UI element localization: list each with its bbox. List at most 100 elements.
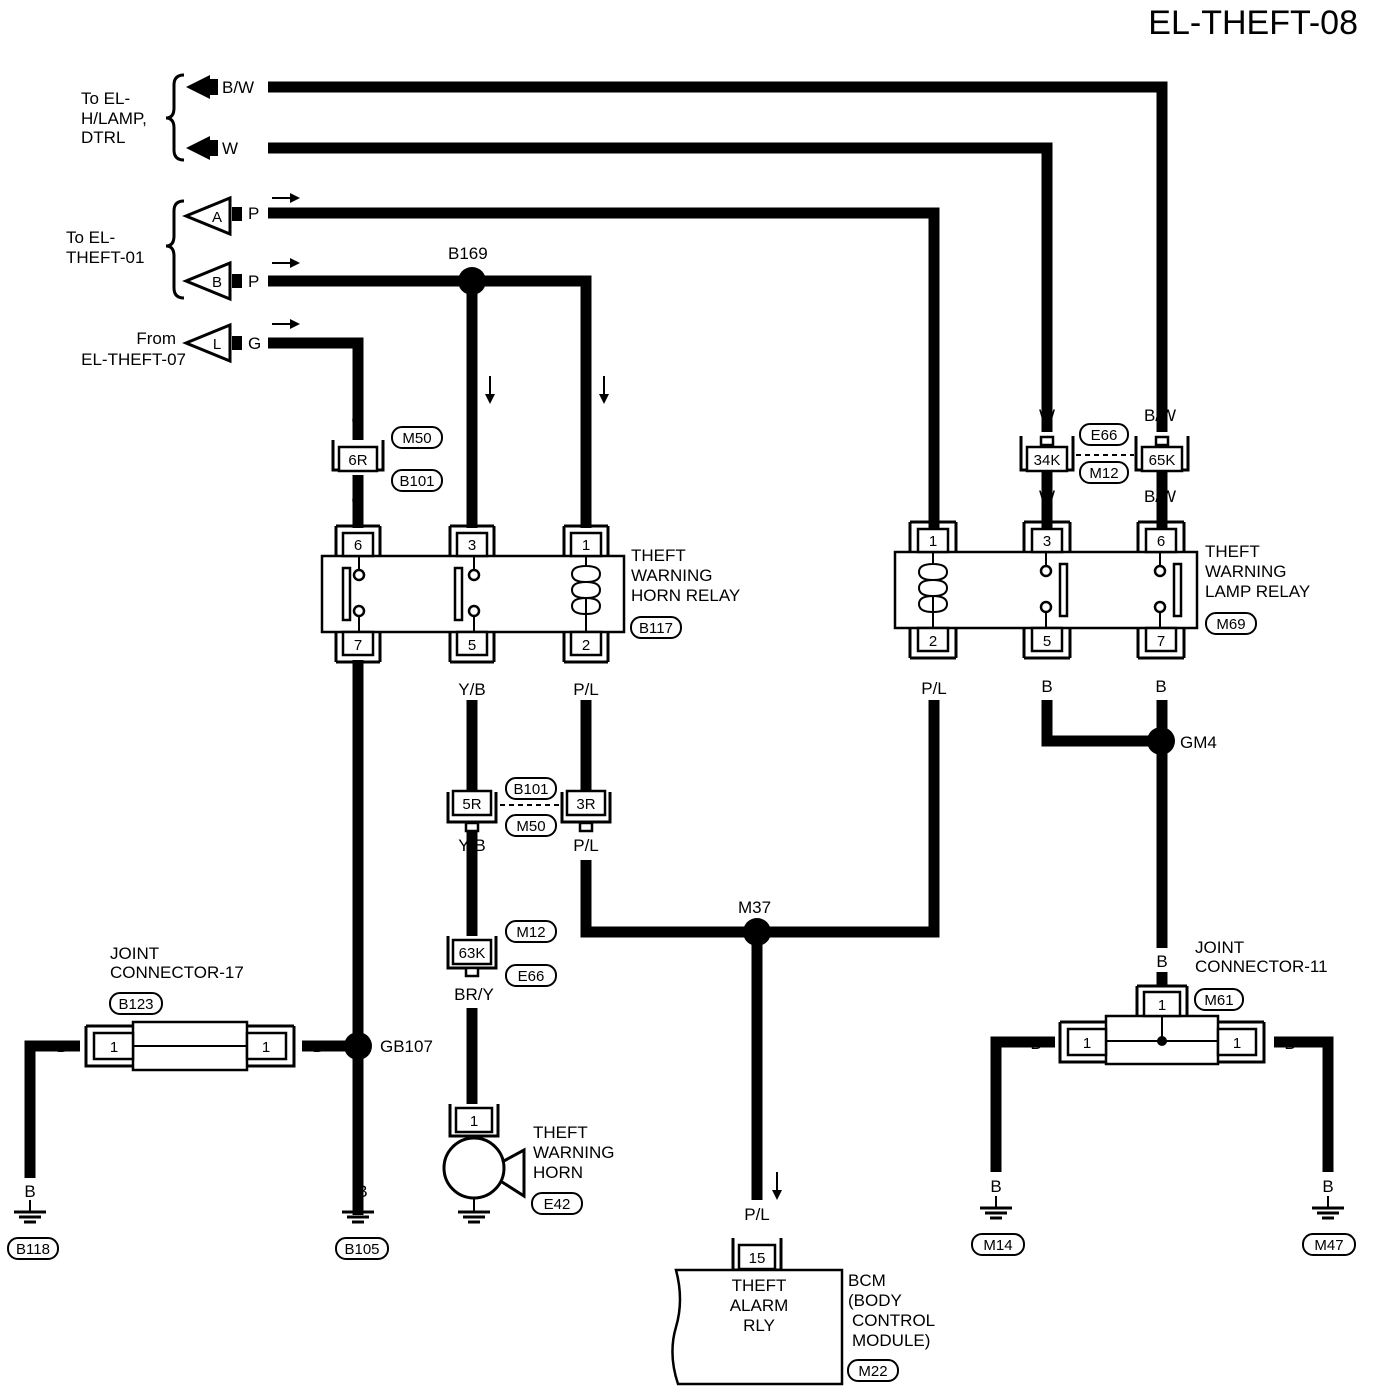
jc11-pin-right: 1 xyxy=(1233,1035,1241,1052)
wire-label-g-l: G xyxy=(248,334,261,353)
brace-hlamp xyxy=(165,73,185,162)
connector-3r-label: 3R xyxy=(576,796,595,813)
bcm-label-1: BCM xyxy=(848,1271,886,1290)
horn-relay-pin-2: 2 xyxy=(582,637,590,654)
horn-relay-pin-6: 6 xyxy=(354,537,362,554)
wire-label-bw-top: B/W xyxy=(222,78,254,97)
pill-e66-lower: E66 xyxy=(518,968,545,985)
horn-relay-label-2: WARNING xyxy=(631,566,713,585)
bcm-inner-label-1: THEFT xyxy=(732,1276,787,1295)
lamp-relay-pin-3: 3 xyxy=(1043,533,1051,550)
wire-label-b-m14: B xyxy=(990,1177,1001,1196)
wire-b-jc11-right xyxy=(1274,1036,1334,1172)
bcm-inner-label-3: RLY xyxy=(743,1316,775,1335)
label-b169: B169 xyxy=(448,244,488,263)
pill-b105: B105 xyxy=(344,1241,379,1258)
arrow-w-icon xyxy=(186,136,210,160)
horn-label-3: HORN xyxy=(533,1163,583,1182)
ref-hlamp-line2: H/LAMP, xyxy=(81,109,147,128)
left-references xyxy=(165,73,300,364)
wire-label-b-jc17-right: B xyxy=(312,1037,323,1056)
lamp-relay-label-2: WARNING xyxy=(1205,562,1287,581)
wire-label-g-lower: G xyxy=(351,491,364,510)
pill-b118: B118 xyxy=(16,1241,50,1258)
bcm-inner-label-2: ALARM xyxy=(730,1296,789,1315)
wires xyxy=(24,81,1334,1215)
wire-label-w-upper-right: W xyxy=(1039,406,1055,425)
connector-6r xyxy=(331,440,385,473)
ref-hlamp-line3: DTRL xyxy=(81,128,125,147)
pill-m12-upper: M12 xyxy=(1089,465,1118,482)
ref-theft01-line1: To EL- xyxy=(66,228,115,247)
jc17-pin-left: 1 xyxy=(110,1039,118,1056)
lamp-relay-pin-5: 5 xyxy=(1043,633,1051,650)
horn-relay-label-3: HORN RELAY xyxy=(631,586,740,605)
jc17-label-1: JOINT xyxy=(110,944,159,963)
wire-label-p-b: P xyxy=(248,272,259,291)
bcm-pin-15: 15 xyxy=(749,1250,766,1267)
horn-relay xyxy=(320,524,626,664)
junction-gb107 xyxy=(344,1032,372,1060)
jc17-pin-right: 1 xyxy=(262,1039,270,1056)
lamp-relay-label-1: THEFT xyxy=(1205,542,1260,561)
pill-b117: B117 xyxy=(639,620,673,637)
lamp-relay-pin-1: 1 xyxy=(929,533,937,550)
wire-label-g-upper: G xyxy=(351,411,364,430)
lamp-relay-pin-6: 6 xyxy=(1157,533,1165,550)
ref-theft07-line2: EL-THEFT-07 xyxy=(81,350,186,369)
wire-g xyxy=(268,337,364,440)
bcm-label-2: (BODY xyxy=(848,1291,902,1310)
wire-label-pl-bcm: P/L xyxy=(744,1205,770,1224)
wire-label-b-b118: B xyxy=(24,1182,35,1201)
junctions xyxy=(344,267,1175,1060)
label-gm4: GM4 xyxy=(1180,733,1217,752)
junction-b169 xyxy=(458,267,486,295)
down-arrow-icon xyxy=(485,376,782,1200)
ref-tag-a: A xyxy=(212,209,222,226)
wire-label-yb-lower: Y/B xyxy=(458,836,485,855)
pill-m47: M47 xyxy=(1314,1237,1343,1254)
bcm-label-3: CONTROL xyxy=(852,1311,935,1330)
lamp-relay-pin-2: 2 xyxy=(929,633,937,650)
horn-relay-label-1: THEFT xyxy=(631,546,686,565)
connector-65k-label: 65K xyxy=(1149,452,1176,469)
ref-tag-b: B xyxy=(212,274,222,291)
junction-gm4 xyxy=(1147,727,1175,755)
connector-34k-label: 34K xyxy=(1034,452,1061,469)
pill-m22: M22 xyxy=(858,1363,887,1380)
wire-label-pl-lower: P/L xyxy=(573,836,599,855)
wire-label-pl-upper: P/L xyxy=(573,680,599,699)
jc11-pin-top: 1 xyxy=(1158,997,1166,1014)
wire-label-b-b105: B xyxy=(356,1182,367,1201)
wire-b-jc17-left xyxy=(24,1040,80,1178)
ref-theft07-line1: From xyxy=(136,329,176,348)
connector-5r-3r xyxy=(446,789,612,833)
wire-label-p-1: P xyxy=(580,491,591,510)
direction-arrow-icon xyxy=(272,193,300,329)
lamp-relay xyxy=(893,520,1199,660)
pill-m50-upper: M50 xyxy=(402,430,431,447)
horn-icon xyxy=(442,1104,526,1224)
bcm-module xyxy=(671,1238,844,1386)
label-gb107: GB107 xyxy=(380,1037,433,1056)
horn-relay-pin-7: 7 xyxy=(354,637,362,654)
wire-label-p-3: P xyxy=(466,491,477,510)
connector-63k-label: 63K xyxy=(459,945,486,962)
wire-b-lamp5 xyxy=(1041,700,1160,747)
pill-m12-lower: M12 xyxy=(516,924,545,941)
wire-label-yb-upper: Y/B xyxy=(458,680,485,699)
pill-m61: M61 xyxy=(1204,992,1233,1009)
jc11-label-2: CONNECTOR-11 xyxy=(1195,957,1328,976)
pill-m69: M69 xyxy=(1216,616,1245,633)
wire-pl-2-lower xyxy=(580,860,757,938)
horn-relay-pin-5: 5 xyxy=(468,637,476,654)
jc11-label-1: JOINT xyxy=(1195,938,1244,957)
horn-relay-pin-3: 3 xyxy=(468,537,476,554)
page-title: EL-THEFT-08 xyxy=(1148,4,1358,42)
pill-b123: B123 xyxy=(118,996,153,1013)
arrow-bw-icon xyxy=(186,75,210,99)
horn-relay-pin-1: 1 xyxy=(582,537,590,554)
horn-pin-1: 1 xyxy=(470,1113,478,1130)
ref-a-icon xyxy=(182,195,232,237)
